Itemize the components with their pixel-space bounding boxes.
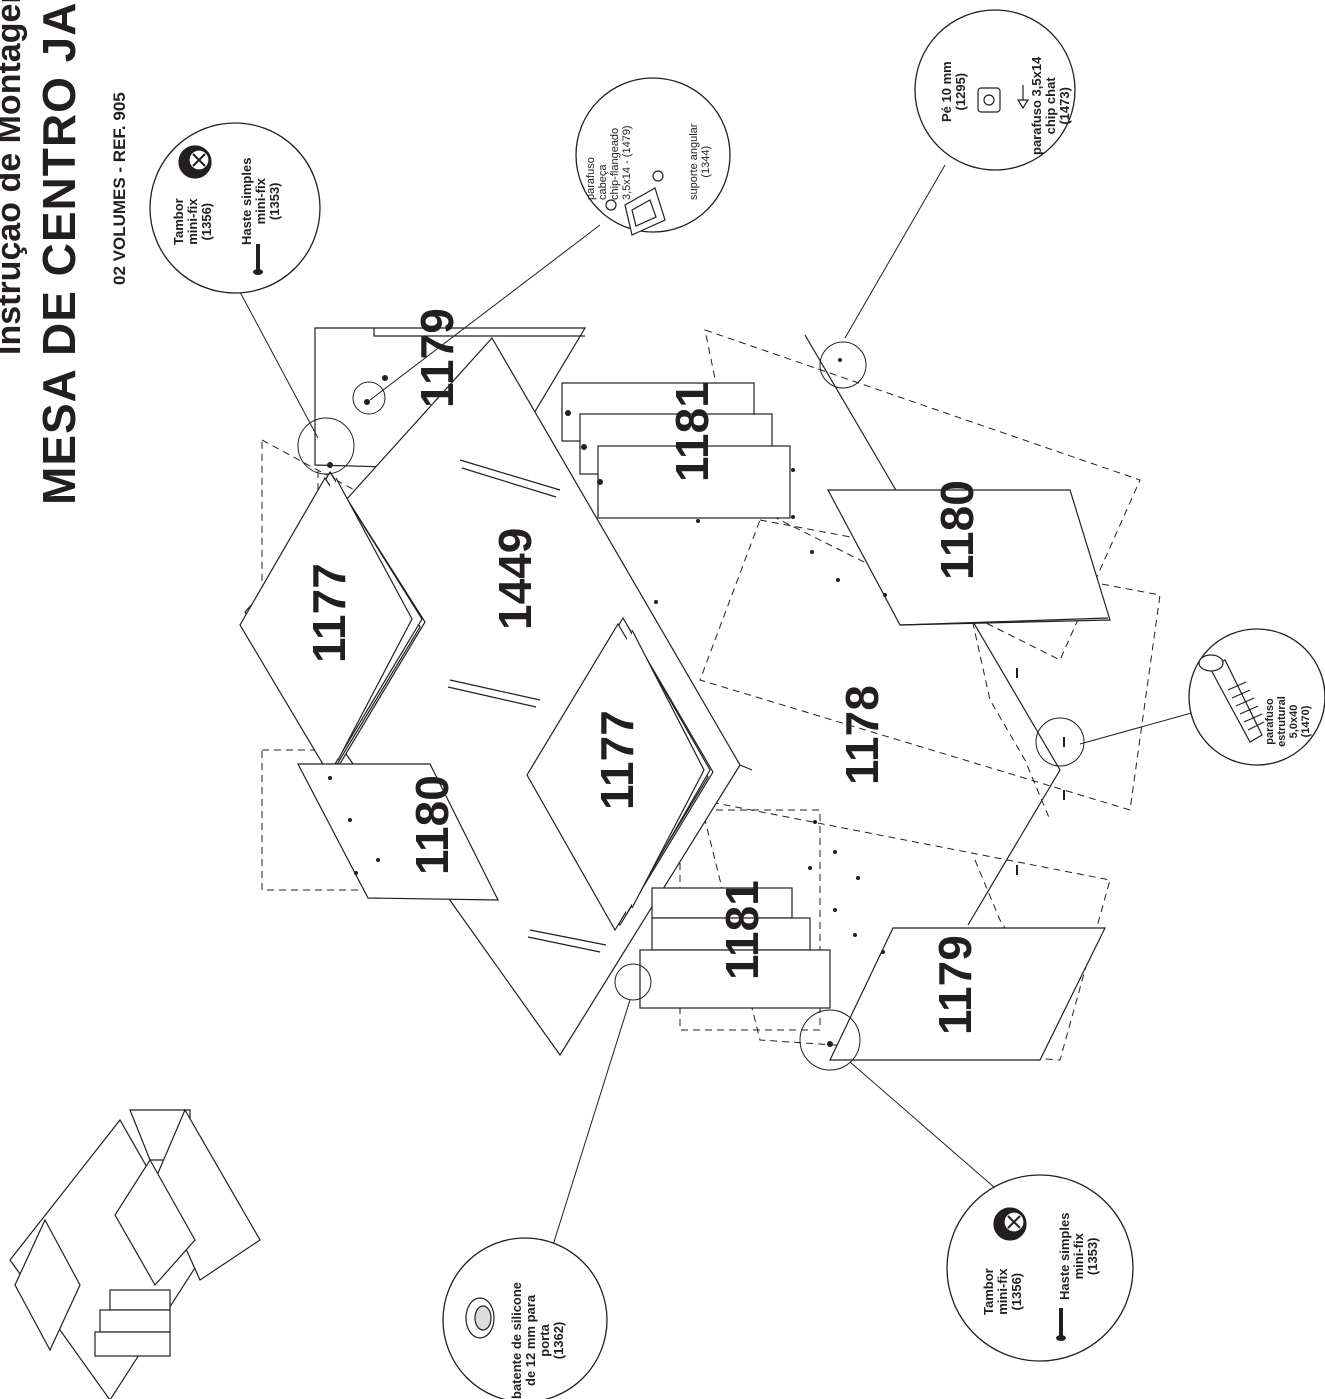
minifix-bolt-icon-top [253, 244, 263, 275]
callout-circles [149, 9, 1325, 1399]
title-block: Instrução de Montagem MESA DE CENTRO JAD… [0, 0, 140, 505]
angle-bracket-icon [605, 170, 666, 236]
product-title: MESA DE CENTRO JADE [33, 0, 85, 505]
callout-suporte-angular: suporte angular (1344) [688, 123, 712, 200]
panel-1178-base-line [804, 334, 1061, 926]
part-number-1181-bottom: 1181 [716, 880, 768, 980]
part-number-1180-right: 1180 [931, 480, 983, 580]
part-number-1180-left: 1180 [406, 775, 458, 875]
part-number-1179-bottom: 1179 [929, 935, 981, 1035]
detail-circles [297, 341, 1085, 1071]
drawer-1181-group-top [561, 382, 791, 519]
part-number-1181-top: 1181 [666, 382, 718, 482]
foot-glide-icon [977, 85, 1030, 113]
callout-foot-10mm: Pé 10 mm (1295) [939, 61, 968, 122]
part-number-1449: 1449 [489, 527, 541, 630]
minifix-cam-icon-top [178, 145, 212, 179]
callout-screw-chip-flangeado: parafuso cabeça chip-flangeado 3,5x14 - … [585, 125, 633, 200]
hardware-marks [327, 358, 1065, 1047]
panel-1179-bottom-right [829, 927, 1106, 1061]
callout-screw-chip-chat: parafuso 3,5x14 chip chat (1473) [1029, 56, 1072, 155]
product-subtitle: 02 VOLUMES - REF. 905 [110, 92, 129, 285]
minifix-bolt-icon-bottom [1056, 1308, 1066, 1341]
structural-screw-icon [1198, 654, 1265, 743]
drawer-1181-group-bottom [639, 887, 831, 1009]
callout-tambor-minifix-top: Tambor mini-fix (1356) [171, 198, 214, 245]
panel-1180-left [297, 763, 499, 901]
panel-1180-right [827, 489, 1111, 626]
callout-silicone-bumper: batente de silicone de 12 mm para porta … [509, 1281, 566, 1399]
door-1177-right [526, 616, 714, 932]
leader-lines [239, 164, 1196, 1246]
part-number-1179-top: 1179 [411, 308, 463, 408]
door-1177-left [239, 470, 426, 778]
minifix-cam-icon-bottom [993, 1207, 1027, 1241]
part-number-1177-right: 1177 [591, 710, 643, 810]
callout-tambor-minifix-bottom: Tambor mini-fix (1356) [981, 1268, 1024, 1315]
part-number-1178: 1178 [836, 685, 888, 785]
callout-structural-screw: parafuso estrutural 5,0x40 (1470) [1264, 696, 1312, 747]
part-number-1177-left: 1177 [303, 563, 355, 663]
instruction-title: Instrução de Montagem [0, 0, 28, 355]
overview-thumbnail [9, 1108, 261, 1399]
callout-haste-minifix-bottom: Haste simples mini-fix (1353) [1057, 1212, 1100, 1300]
callout-haste-minifix-top: Haste simples mini-fix (1353) [239, 157, 282, 245]
silicone-bumper-icon [465, 1297, 495, 1339]
